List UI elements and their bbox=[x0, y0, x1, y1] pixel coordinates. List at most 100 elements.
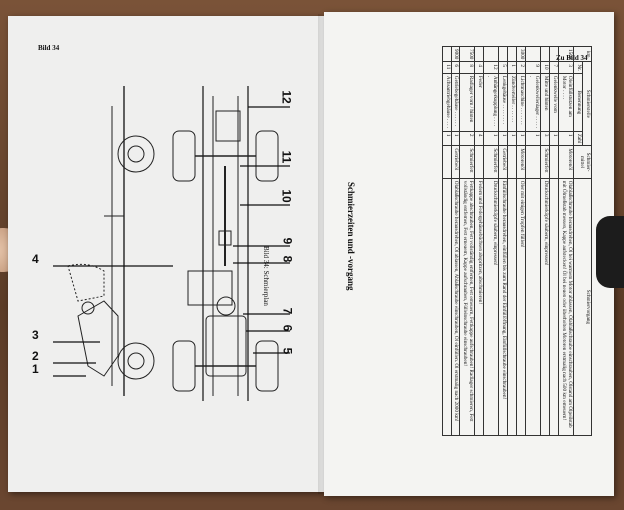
benennung-cell: Mitte und hinten bbox=[540, 73, 550, 132]
col-zahl: Zahl bbox=[573, 131, 583, 146]
callout-12: 12 bbox=[279, 90, 294, 104]
km-cell: 9000 bbox=[451, 46, 460, 62]
nr-cell: 4 bbox=[474, 61, 484, 74]
benennung-cell: Gelenkwellenlager . . . . . . bbox=[525, 73, 541, 132]
lubrication-schedule-table: km Schmierstelle Schmier-mittel Schmierv… bbox=[366, 46, 592, 436]
benennung-cell: Lichtmaschine . . . . . . . bbox=[516, 73, 526, 132]
vorgang-cell: Einfüllschraube herausdrehen, einfüllen … bbox=[498, 178, 508, 436]
mittel-cell bbox=[549, 145, 559, 179]
km-cell bbox=[442, 46, 452, 62]
mittel-cell: Getriebeöl bbox=[451, 145, 460, 179]
benennung-cell: Achsantriebgehäuse . . . . bbox=[442, 73, 452, 132]
vorgang-cell bbox=[507, 178, 517, 436]
mittel-cell: Schmierfett bbox=[540, 145, 550, 179]
mittel-cell: Schmierfett bbox=[460, 145, 475, 179]
vorgang-cell bbox=[442, 178, 452, 436]
vorgang-cell: Federn und Federgehäusebüchsen abspritze… bbox=[474, 178, 484, 436]
callout-9: 9 bbox=[280, 237, 295, 245]
km-cell bbox=[483, 46, 499, 62]
left-page: Bild 34 bbox=[8, 16, 324, 492]
nr-cell: 9 bbox=[525, 61, 541, 74]
zahl-cell: 1 bbox=[525, 131, 541, 146]
vorgang-cell: Druckschmierköpfe säubern, einpressen! bbox=[483, 178, 499, 436]
nr-cell: 5 bbox=[498, 61, 508, 74]
callout-11: 11 bbox=[279, 150, 294, 164]
callout-2: 2 bbox=[32, 349, 39, 363]
zahl-cell: 1 bbox=[483, 131, 499, 146]
mittel-cell: Schmierfett bbox=[483, 145, 499, 179]
nr-cell: 11 bbox=[442, 61, 452, 74]
benennung-cell: Zündverteiler . . . . . . . bbox=[507, 73, 517, 132]
zahl-cell: 2 bbox=[460, 131, 475, 146]
callout-4: 4 bbox=[32, 252, 39, 266]
km-cell bbox=[498, 46, 508, 62]
vorgang-cell: Öler mit einigen Tropfen füllen! bbox=[516, 178, 526, 436]
table-header-row: km Schmierstelle Schmier-mittel Schmierv… bbox=[573, 46, 592, 436]
figure-caption: Bild 34: Schmierplan bbox=[262, 246, 270, 306]
nr-cell: 8 bbox=[460, 61, 475, 74]
benennung-cell: Anhängerkupplung . . . . . bbox=[483, 73, 499, 132]
left-page-header: Bild 34 bbox=[38, 44, 60, 52]
nr-cell: 10 bbox=[540, 61, 550, 74]
mittel-cell: Motorenöl bbox=[558, 145, 574, 179]
callout-3: 3 bbox=[32, 328, 39, 342]
km-cell: 3000 bbox=[516, 46, 526, 62]
nr-cell: 12 bbox=[483, 61, 499, 74]
callout-7: 7 bbox=[280, 307, 295, 315]
callout-10: 10 bbox=[279, 189, 294, 203]
zahl-cell: 1 bbox=[498, 131, 508, 146]
zahl-cell: 1 bbox=[549, 131, 559, 146]
zahl-cell: 1 bbox=[558, 131, 574, 146]
vorgang-cell: Ölablaßschraube herausdrehen, Öl bei war… bbox=[558, 178, 574, 436]
km-cell bbox=[507, 46, 517, 62]
zahl-cell: 4 bbox=[474, 131, 484, 146]
page-clip bbox=[596, 216, 624, 288]
chassis-lubrication-diagram bbox=[53, 86, 290, 401]
col-benennung: Benennung bbox=[573, 73, 583, 132]
vorgang-cell: Druckschmierköpfe säubern, einpressen! bbox=[540, 178, 550, 436]
km-cell bbox=[540, 46, 550, 62]
col-mittel: Schmier-mittel bbox=[573, 145, 592, 179]
zahl-cell: 1 bbox=[507, 131, 517, 146]
nr-cell: 2 bbox=[516, 61, 526, 74]
vorgang-cell: Ölablaßschraube herausdrehen, Öl ablasse… bbox=[451, 178, 460, 436]
zahl-cell: 1 bbox=[451, 131, 460, 146]
km-cell: 1500 bbox=[558, 46, 574, 62]
col-vorgang: Schmiervorgang bbox=[573, 178, 592, 436]
zahl-cell: 3 bbox=[540, 131, 550, 146]
callout-6: 6 bbox=[280, 324, 295, 332]
vorgang-cell bbox=[549, 178, 559, 436]
benennung-cell: Gelenkwelle vorn bbox=[549, 73, 559, 132]
zahl-cell: 1 bbox=[442, 131, 452, 146]
benennung-cell: Getriebegehäuse . . . . . . bbox=[451, 73, 460, 132]
callout-5: 5 bbox=[280, 347, 295, 355]
nr-cell: 6 bbox=[451, 61, 460, 74]
benennung-cell: Lenkgehäuse . . . . . . . . bbox=[498, 73, 508, 132]
nr-cell: 3 bbox=[558, 61, 574, 74]
km-cell bbox=[525, 46, 541, 62]
schedule-title: Schmierzeiten und -vorgang bbox=[346, 182, 356, 291]
callout-1: 1 bbox=[32, 362, 39, 376]
mittel-cell bbox=[474, 145, 484, 179]
benennung-cell: Öleinfüllstutzen am Motor . . . . bbox=[558, 73, 574, 132]
col-nr: Nr. bbox=[573, 61, 583, 74]
right-page: Zu Bild 34 bbox=[324, 12, 614, 496]
vorgang-cell bbox=[525, 178, 541, 436]
nr-cell: 1 bbox=[507, 61, 517, 74]
mittel-cell bbox=[525, 145, 541, 179]
benennung-cell: Radlager vorn / hinten bbox=[460, 73, 475, 132]
km-cell bbox=[474, 46, 484, 62]
mittel-cell bbox=[442, 145, 452, 179]
km-cell: 7500 bbox=[460, 46, 475, 62]
km-cell bbox=[549, 46, 559, 62]
